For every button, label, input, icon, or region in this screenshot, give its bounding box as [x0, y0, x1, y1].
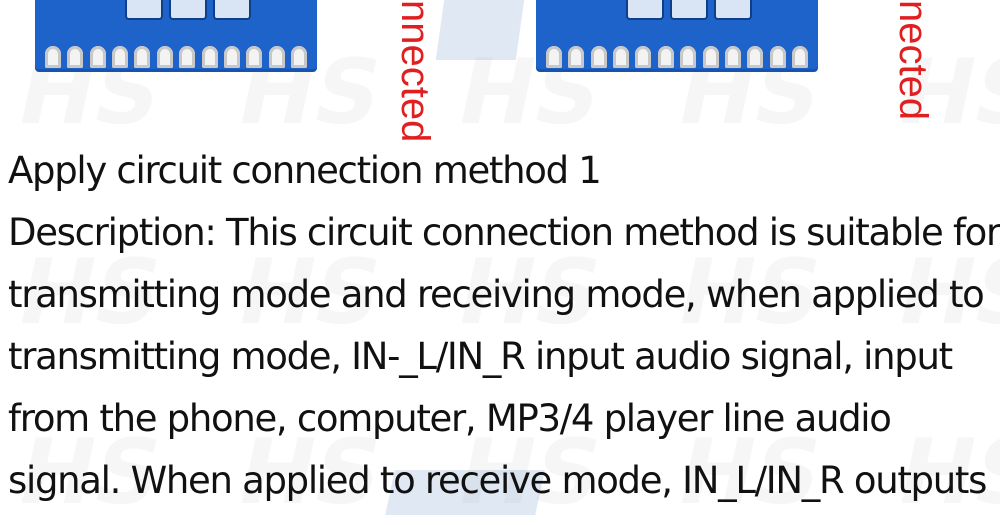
description-line-3: transmitting mode, IN-_L/IN_R input audi… [8, 335, 953, 378]
bluetooth-module-image-left [35, 0, 317, 72]
bluetooth-module-image-right [536, 0, 818, 72]
arrow-decoration-top [435, 0, 525, 60]
section-heading: Apply circuit connection method 1 [8, 149, 602, 192]
connected-label-right: nected [891, 0, 935, 121]
description-line-4: from the phone, computer, MP3/4 player l… [8, 397, 892, 440]
description-text-block: Apply circuit connection method 1 Descri… [8, 140, 1000, 512]
connected-label-left: nnected [393, 0, 437, 143]
description-line-1: Description: This circuit connection met… [8, 211, 1000, 254]
description-line-2: transmitting mode and receiving mode, wh… [8, 273, 985, 316]
description-line-5: signal. When applied to receive mode, IN… [8, 459, 987, 502]
